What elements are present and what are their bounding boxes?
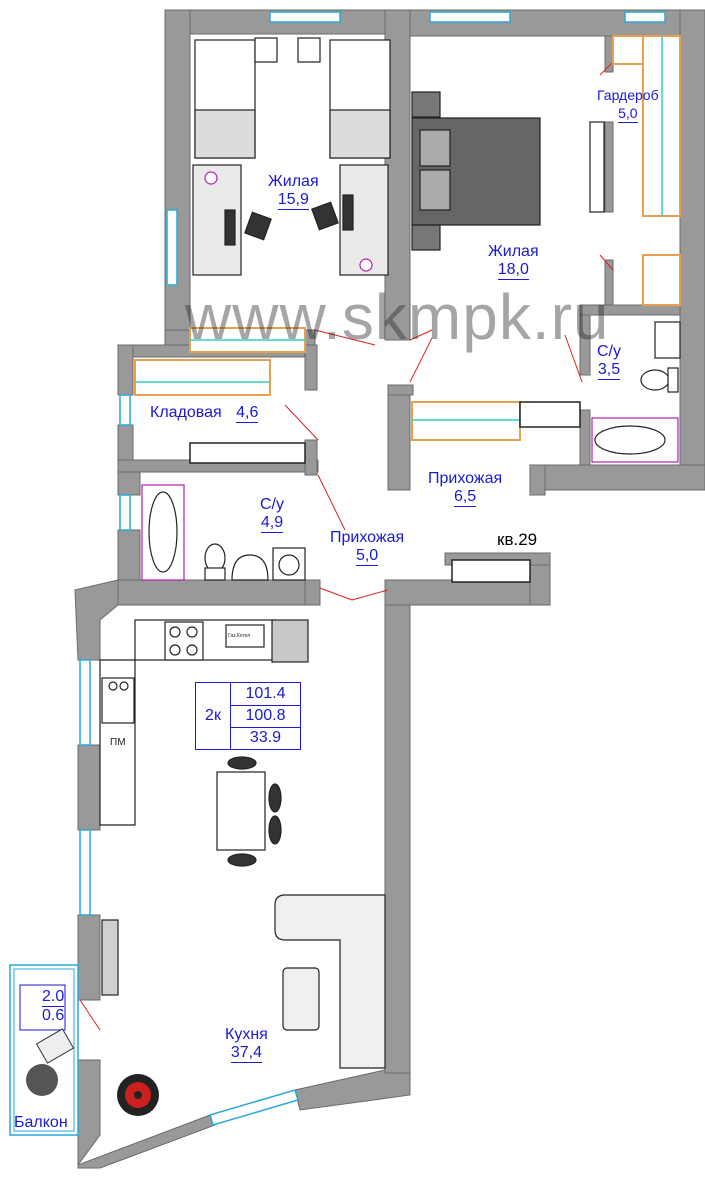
summary-rooms: 2к xyxy=(196,683,231,749)
room-area: 4,9 xyxy=(260,514,284,533)
room-area: 3,5 xyxy=(597,361,621,380)
boiler-icon xyxy=(117,1074,159,1116)
walls xyxy=(74,9,705,1169)
room-label-storage: Кладовая 4,6 xyxy=(150,404,259,423)
room-name: С/у xyxy=(597,343,621,360)
room-name: Балкон xyxy=(14,1114,68,1131)
door-swings xyxy=(79,61,614,1031)
room-area: 37,4 xyxy=(230,1044,262,1063)
bedroom1-furniture xyxy=(192,37,391,276)
apartment-number: кв.29 xyxy=(497,530,538,549)
room-name: Прихожая xyxy=(330,529,405,546)
room-name: Гардероб xyxy=(597,87,659,103)
bedroom2-furniture xyxy=(411,91,605,251)
room-label-living2: Жилая 18,0 xyxy=(488,243,539,280)
room-area: 18,0 xyxy=(497,261,529,280)
bathroom2-fixtures xyxy=(141,484,306,581)
room-label-bath2: С/у 4,9 xyxy=(260,496,284,533)
gas-boiler-label: Газ.Котел xyxy=(228,633,251,639)
room-name: Прихожая xyxy=(428,470,503,487)
room-area: 5,0 xyxy=(618,105,638,123)
dishwasher-label: ПМ xyxy=(110,737,126,748)
balcony-name-label: Балкон xyxy=(14,1114,68,1132)
room-label-kitchen: Кухня 37,4 xyxy=(225,1026,268,1063)
room-area: 4,6 xyxy=(236,404,259,423)
bins xyxy=(189,401,581,583)
balcony-area2: 0.6 xyxy=(42,1007,65,1024)
summary-area-2: 100.8 xyxy=(231,705,300,728)
room-label-bath1: С/у 3,5 xyxy=(597,343,621,380)
room-label-hall1: Прихожая 6,5 xyxy=(428,470,502,507)
summary-total-area: 101.4 xyxy=(231,683,300,706)
bathroom1-fixtures xyxy=(591,321,681,463)
room-area: 6,5 xyxy=(453,488,477,507)
watermark: www.skmpk.ru xyxy=(185,281,610,353)
balcony xyxy=(9,964,79,1136)
room-area: 15,9 xyxy=(277,191,309,210)
room-name: С/у xyxy=(260,496,284,513)
kitchen-fixtures xyxy=(99,619,386,1069)
room-name: Жилая xyxy=(268,173,319,190)
balcony-area-label: 2.0 0.6 xyxy=(42,988,65,1025)
balcony-area: 2.0 xyxy=(42,988,65,1007)
windows xyxy=(79,11,666,1126)
summary-living-area: 33.9 xyxy=(249,729,282,746)
closet-mirrors xyxy=(135,36,663,421)
room-area: 5,0 xyxy=(355,547,379,566)
room-label-living1: Жилая 15,9 xyxy=(268,173,319,210)
summary-box: 2к 101.4 100.8 33.9 xyxy=(195,682,301,750)
room-name: Кладовая xyxy=(150,404,222,421)
room-label-wardrobe: Гардероб 5,0 xyxy=(597,86,659,123)
room-name: Жилая xyxy=(488,243,539,260)
room-label-hall2: Прихожая 5,0 xyxy=(330,529,404,566)
room-name: Кухня xyxy=(225,1026,268,1043)
